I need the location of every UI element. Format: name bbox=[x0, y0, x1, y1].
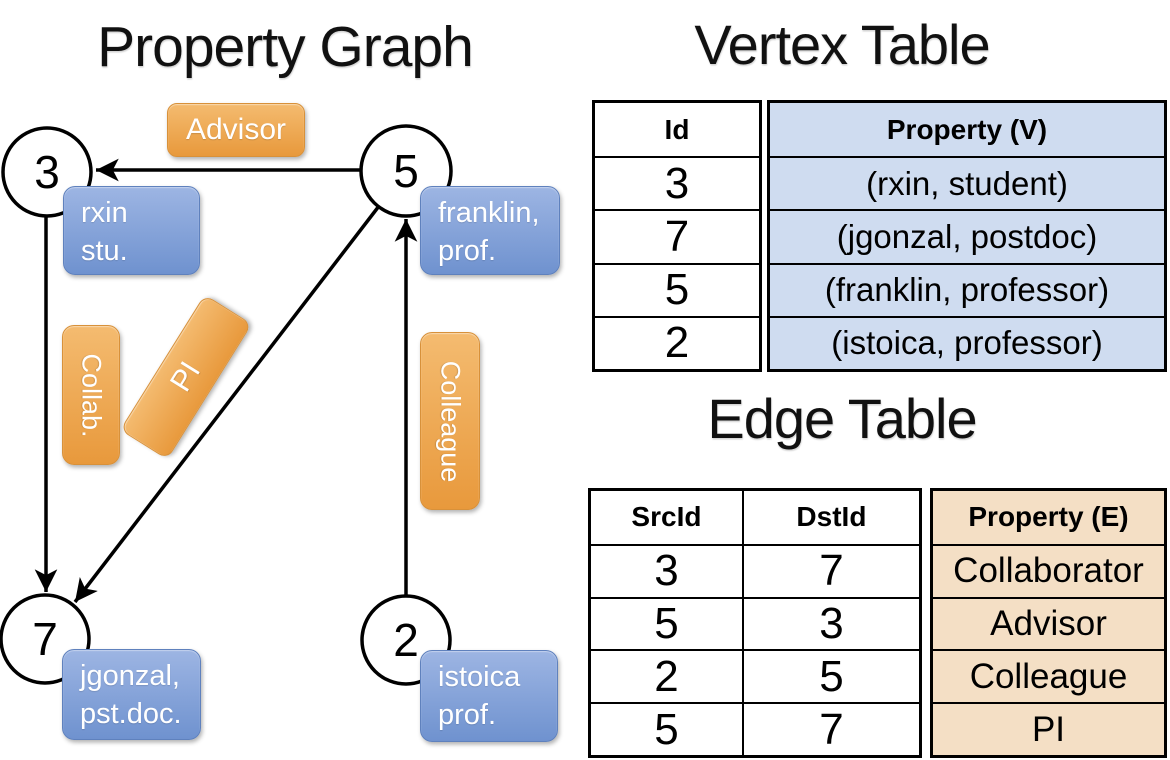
node-label-istoica-line2: prof. bbox=[438, 699, 497, 731]
edge-label-colleague: Colleague bbox=[420, 332, 480, 510]
edge-table-dst-cell: 7 bbox=[741, 702, 919, 755]
vertex-table-property-cell: (istoica, professor) bbox=[770, 315, 1164, 369]
node-7-id: 7 bbox=[32, 613, 58, 665]
vertex-table-property-cell: (rxin, student) bbox=[770, 156, 1164, 210]
edge-table-dst-header: DstId bbox=[741, 491, 919, 544]
vertex-table-property-column: Property (V) (rxin, student) (jgonzal, p… bbox=[767, 100, 1167, 372]
node-label-istoica-line1: istoica bbox=[438, 661, 521, 693]
edge-label-advisor-text: Advisor bbox=[185, 113, 287, 146]
node-label-jgonzal-line2: pst.doc. bbox=[80, 698, 182, 730]
edge-table-property-column: Property (E) Collaborator Advisor Collea… bbox=[930, 488, 1167, 758]
edge-label-collab-text: Collab. bbox=[76, 352, 107, 438]
edge-table-property-header: Property (E) bbox=[933, 491, 1164, 544]
vertex-table-id-cell: 7 bbox=[595, 209, 759, 262]
edge-table-src-header: SrcId bbox=[631, 501, 702, 533]
node-label-jgonzal: jgonzal, pst.doc. bbox=[62, 649, 201, 740]
node-label-franklin: franklin, prof. bbox=[420, 186, 560, 275]
edge-label-colleague-text: Colleague bbox=[435, 360, 466, 482]
node-label-jgonzal-line1: jgonzal, bbox=[80, 660, 180, 692]
vertex-table-id-header: Id bbox=[664, 113, 690, 145]
vertex-table-id-cell: 5 bbox=[595, 262, 759, 316]
vertex-table-property-cell: (jgonzal, postdoc) bbox=[770, 209, 1164, 263]
edge-label-collab: Collab. bbox=[62, 325, 120, 465]
edge-table-property-cell: Advisor bbox=[933, 596, 1164, 650]
edge-table-src-cell: 2 bbox=[591, 649, 742, 702]
edge-table-src-cell: 5 bbox=[591, 596, 742, 650]
node-label-istoica: istoica prof. bbox=[420, 650, 558, 742]
node-3-id: 3 bbox=[34, 146, 60, 198]
node-5-id: 5 bbox=[393, 145, 419, 197]
vertex-table-property-header: Property (V) bbox=[770, 103, 1164, 157]
edge-table-property-cell: Colleague bbox=[933, 649, 1164, 703]
edge-table-dst-cell: 7 bbox=[741, 543, 919, 597]
node-2-id: 2 bbox=[393, 614, 419, 666]
node-label-franklin-line1: franklin, bbox=[438, 197, 540, 229]
vertex-table-property-cell: (franklin, professor) bbox=[770, 262, 1164, 316]
node-label-rxin-line2: stu. bbox=[81, 235, 128, 267]
edge-table-src-cell: 5 bbox=[591, 702, 742, 755]
edge-table-property-cell: PI bbox=[933, 702, 1164, 755]
edge-label-advisor: Advisor bbox=[167, 103, 305, 157]
node-label-rxin: rxin stu. bbox=[63, 186, 200, 275]
edge-table-src-cell: 3 bbox=[591, 543, 742, 597]
node-label-rxin-line1: rxin bbox=[81, 197, 128, 229]
vertex-table-id-cell: 3 bbox=[595, 156, 759, 209]
edge-table-property-cell: Collaborator bbox=[933, 543, 1164, 597]
edge-table-id-columns: SrcId DstId 3 7 5 3 2 5 5 7 bbox=[588, 488, 922, 758]
property-graph-title: Property Graph bbox=[97, 15, 474, 79]
vertex-table-id-cell: 2 bbox=[595, 315, 759, 369]
edge-pi-5-to-7 bbox=[73, 204, 381, 604]
edge-table-title: Edge Table bbox=[707, 387, 977, 450]
vertex-table-title: Vertex Table bbox=[694, 13, 990, 76]
edge-table-dst-cell: 5 bbox=[741, 649, 919, 703]
node-label-franklin-line2: prof. bbox=[438, 235, 497, 267]
edge-label-pi-text: PI bbox=[164, 355, 208, 398]
vertex-table-id-column: Id 3 7 5 2 bbox=[592, 100, 762, 372]
edge-table-dst-cell: 3 bbox=[741, 596, 919, 650]
